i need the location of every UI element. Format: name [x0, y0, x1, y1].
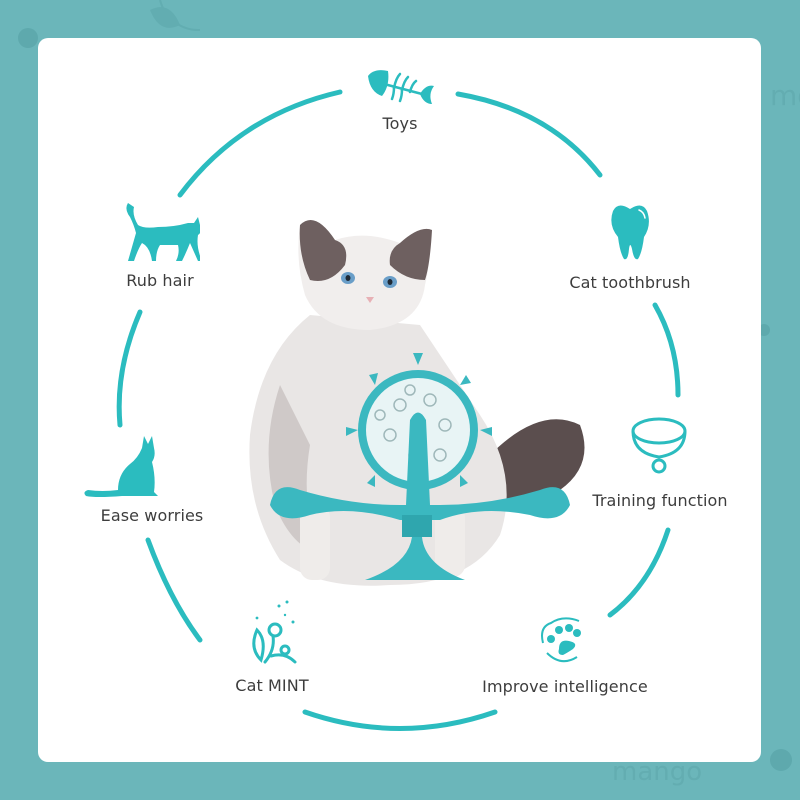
feature-toys: Toys [340, 66, 460, 133]
catnip-leaf-icon [252, 600, 297, 664]
feature-training-function: Training function [585, 415, 735, 510]
fishbone-icon [368, 70, 434, 104]
hero-cat-with-toy-image [249, 220, 585, 586]
feature-improve-intelligence: Improve intelligence [470, 617, 660, 696]
svg-text:mo: mo [770, 79, 800, 112]
svg-text:mango: mango [612, 757, 702, 787]
windmill-toy [270, 353, 570, 580]
feature-cat-mint: Cat MINT [222, 600, 322, 695]
feature-ease-worries-label: Ease worries [100, 506, 204, 525]
tooth-icon [611, 205, 649, 260]
feature-toys-label: Toys [382, 114, 418, 133]
feature-cat-mint-label: Cat MINT [235, 676, 309, 695]
feature-cat-toothbrush: Cat toothbrush [560, 203, 700, 292]
feature-training-function-label: Training function [592, 491, 728, 510]
feature-ease-worries: Ease worries [82, 434, 222, 525]
feature-improve-intelligence-label: Improve intelligence [482, 677, 648, 696]
walking-cat-icon [126, 203, 200, 261]
feature-rub-hair: Rub hair [100, 203, 220, 290]
feature-cat-toothbrush-label: Cat toothbrush [569, 273, 691, 292]
paw-icon [541, 617, 581, 663]
sitting-cat-icon [84, 436, 158, 497]
feature-rub-hair-label: Rub hair [126, 271, 194, 290]
collar-icon [631, 417, 687, 474]
